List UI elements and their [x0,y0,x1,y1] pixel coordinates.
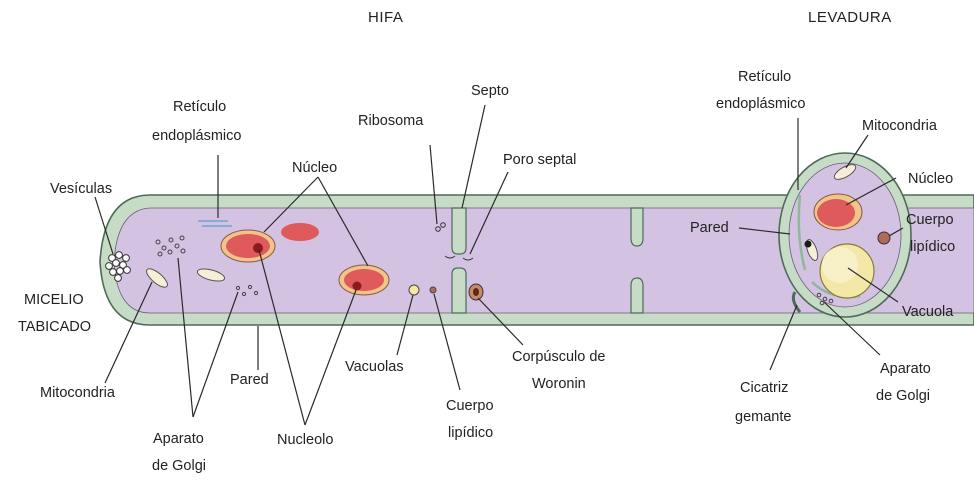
label-cuerpo-hifa-1: Cuerpo [446,398,494,414]
label-pared-lev: Pared [690,220,729,236]
yeast-nucleus [814,194,862,230]
yeast-vacuole [820,244,874,298]
label-cuerpo-hifa-2: lipídico [448,425,493,441]
label-corpusculo-1: Corpúsculo de [512,349,606,365]
label-mitocondria-lev: Mitocondria [862,118,938,134]
label-reticulo-lev-2: endoplásmico [716,96,805,112]
label-mitocondria-hifa: Mitocondria [40,385,116,401]
yeast-title: LEVADURA [808,9,892,26]
label-septo: Septo [471,83,509,99]
label-nucleolo: Nucleolo [277,432,333,448]
septum-lower [452,268,466,313]
septum-2-lower [631,278,643,313]
label-reticulo-hifa-1: Retículo [173,99,226,115]
label-cuerpo-lev-1: Cuerpo [906,212,954,228]
label-poro-septal: Poro septal [503,152,576,168]
yeast-lipid-body [878,232,890,244]
label-nucleo-lev: Núcleo [908,171,953,187]
label-aparato-hifa-1: Aparato [153,431,204,447]
label-ribosoma: Ribosoma [358,113,424,129]
vacuole [409,285,419,295]
label-vacuola: Vacuola [902,304,954,320]
label-reticulo-hifa-2: endoplásmico [152,128,241,144]
septum [452,208,466,254]
label-corpusculo-2: Woronin [532,376,586,392]
label-cuerpo-lev-2: lipídico [910,239,955,255]
nucleus-2 [281,223,319,241]
label-aparato-lev-2: de Golgi [876,388,930,404]
label-micelio-2: TABICADO [18,319,91,335]
label-cicatriz-1: Cicatriz [740,380,788,396]
label-vesiculas: Vesículas [50,181,112,197]
nucleus-3 [339,265,389,295]
label-nucleo-hifa: Núcleo [292,160,337,176]
woronin-body [469,284,483,300]
label-reticulo-lev-1: Retículo [738,69,791,85]
lipid-body [430,287,436,293]
septum-2 [631,208,643,246]
label-vacuolas: Vacuolas [345,359,404,375]
label-aparato-hifa-2: de Golgi [152,458,206,474]
label-micelio-1: MICELIO [24,292,84,308]
hypha-title: HIFA [368,9,403,26]
label-cicatriz-2: gemante [735,409,791,425]
yeast-granule [805,241,812,248]
nucleus-1 [221,230,275,262]
label-aparato-lev-1: Aparato [880,361,931,377]
label-pared-hifa: Pared [230,372,269,388]
